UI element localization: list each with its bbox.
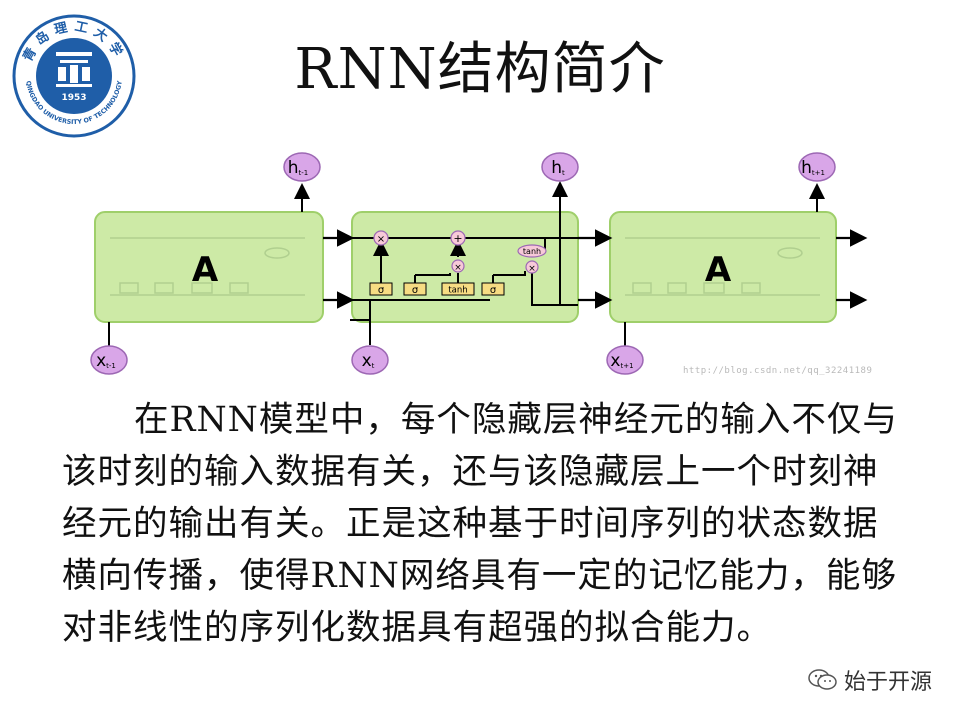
cell-left-faded-internals	[110, 237, 305, 296]
rnn-diagram: A A	[90, 152, 868, 375]
gate-output-label: σ	[490, 285, 497, 296]
cell-right-faded-internals	[625, 237, 820, 296]
gate-forget: σ	[369, 282, 393, 296]
svg-text:xt: xt	[362, 351, 375, 371]
output-next-sub: t+1	[812, 169, 825, 177]
paragraph-text: 在RNN模型中，每个隐藏层神经元的输入不仅与该时刻的输入数据有关，还与该隐藏层上…	[62, 400, 898, 648]
logo-emblem	[56, 52, 92, 87]
logo-year: 1953	[61, 93, 86, 103]
input-node-current: xt	[351, 345, 389, 375]
input-current-sub: t	[372, 362, 375, 370]
svg-text:xt-1: xt-1	[96, 351, 116, 371]
op-input-add: +	[450, 230, 466, 246]
svg-text:ht: ht	[551, 158, 565, 178]
svg-text:xt+1: xt+1	[610, 351, 633, 371]
op-forget-multiply-symbol: ×	[377, 234, 385, 245]
gate-output: σ	[481, 282, 505, 296]
output-node-current: ht	[541, 152, 579, 182]
op-output-tanh: tanh	[517, 244, 547, 258]
cell-right-label: A	[705, 250, 732, 290]
input-prev-sub: t-1	[106, 362, 116, 370]
site-watermark: http://blog.csdn.net/qq_32241189	[683, 366, 873, 376]
gate-forget-label: σ	[378, 285, 385, 296]
gate-candidate: tanh	[441, 282, 475, 296]
gate-input: σ	[403, 282, 427, 296]
op-output-multiply: ×	[525, 260, 539, 274]
output-next-base: h	[801, 158, 812, 178]
input-node-next: xt+1	[606, 345, 644, 375]
university-logo: 青岛理工大学 QINGDAO UNIVERSITY OF TECHNOLOGY …	[12, 14, 136, 138]
output-current-sub: t	[562, 169, 565, 177]
op-input-add-symbol: +	[453, 232, 462, 245]
output-prev-base: h	[288, 158, 299, 178]
input-next-base: x	[610, 351, 620, 371]
input-current-base: x	[362, 351, 372, 371]
svg-text:ht+1: ht+1	[801, 158, 825, 178]
gate-candidate-label: tanh	[448, 286, 467, 296]
op-output-multiply-symbol: ×	[528, 264, 536, 274]
wechat-icon	[808, 669, 837, 690]
input-next-sub: t+1	[620, 362, 633, 370]
cell-left-label: A	[192, 250, 219, 290]
op-forget-multiply: ×	[373, 230, 389, 246]
input-prev-base: x	[96, 351, 106, 371]
output-prev-sub: t-1	[299, 169, 309, 177]
op-input-multiply: ×	[451, 259, 465, 273]
svg-text:ht-1: ht-1	[288, 158, 309, 178]
op-input-multiply-symbol: ×	[454, 263, 462, 273]
wechat-watermark: 始于开源	[808, 664, 932, 696]
output-node-next: ht+1	[798, 152, 836, 182]
input-node-prev: xt-1	[90, 345, 128, 375]
watermark-text: 始于开源	[843, 670, 932, 695]
gate-input-label: σ	[412, 285, 419, 296]
body-paragraph: 在RNN模型中，每个隐藏层神经元的输入不仅与该时刻的输入数据有关，还与该隐藏层上…	[62, 394, 912, 654]
op-output-tanh-label: tanh	[523, 247, 541, 256]
output-current-base: h	[551, 158, 562, 178]
output-node-prev: ht-1	[283, 152, 321, 182]
slide-title: RNN结构简介	[294, 37, 666, 102]
